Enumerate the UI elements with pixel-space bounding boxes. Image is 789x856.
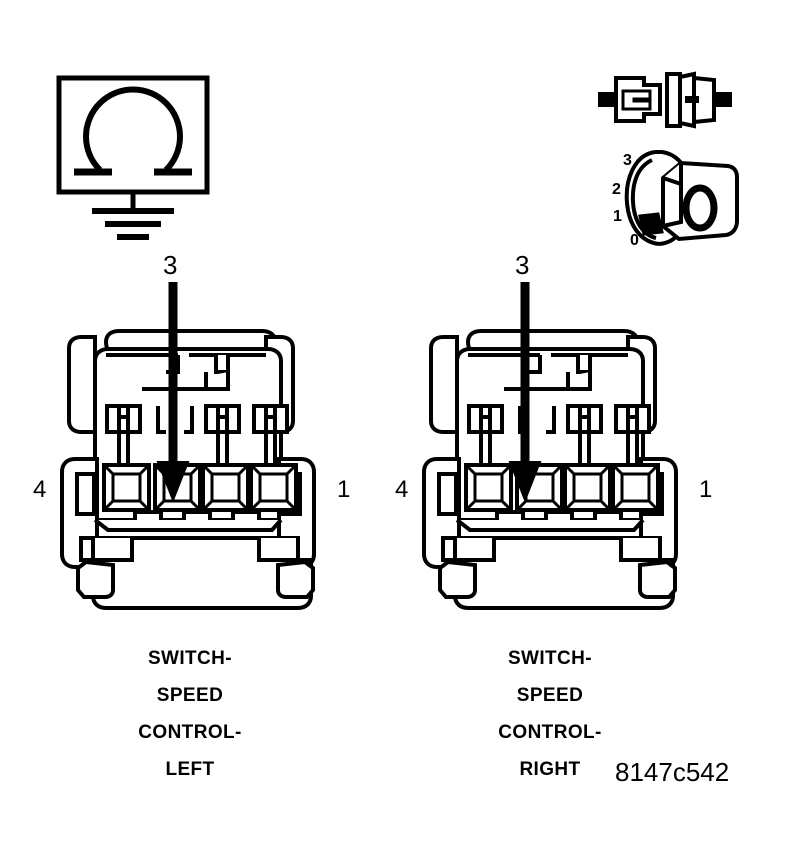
connector-right-name-line-2: SPEED — [516, 685, 584, 706]
connector-left-name-line-2: SPEED — [156, 685, 224, 706]
ohmmeter-symbol — [56, 75, 210, 240]
probe-arrow-right — [508, 282, 542, 503]
rotary-position-0: 0 — [630, 232, 639, 249]
callout-number-right: 3 — [515, 250, 530, 280]
pin-label-left-4: 4 — [33, 476, 47, 503]
connector-right-name-line-3: CONTROL- — [498, 722, 602, 743]
rotary-position-2: 2 — [612, 181, 621, 198]
rotary-position-1: 1 — [613, 208, 622, 225]
connector-left-name-line-3: CONTROL- — [138, 722, 242, 743]
pin-label-right-4: 4 — [395, 476, 409, 503]
connector-right — [422, 329, 678, 610]
rotary-position-3: 3 — [623, 152, 632, 169]
probe-arrow-left — [156, 282, 190, 503]
pin-label-right-1: 1 — [699, 476, 713, 503]
connector-right-name-line-4: RIGHT — [519, 759, 581, 780]
pin-label-left-1: 1 — [337, 476, 351, 503]
connector-left-name-line-1: SWITCH- — [147, 648, 233, 669]
connector-disconnect-icon — [598, 71, 732, 129]
callout-number-left: 3 — [163, 250, 178, 280]
connector-right-name-line-1: SWITCH- — [507, 648, 593, 669]
connector-left — [60, 329, 316, 610]
figure-id-label: 8147c542 — [615, 757, 730, 787]
rotary-switch-icon — [624, 150, 739, 246]
connector-left-name-line-4: LEFT — [165, 759, 215, 780]
